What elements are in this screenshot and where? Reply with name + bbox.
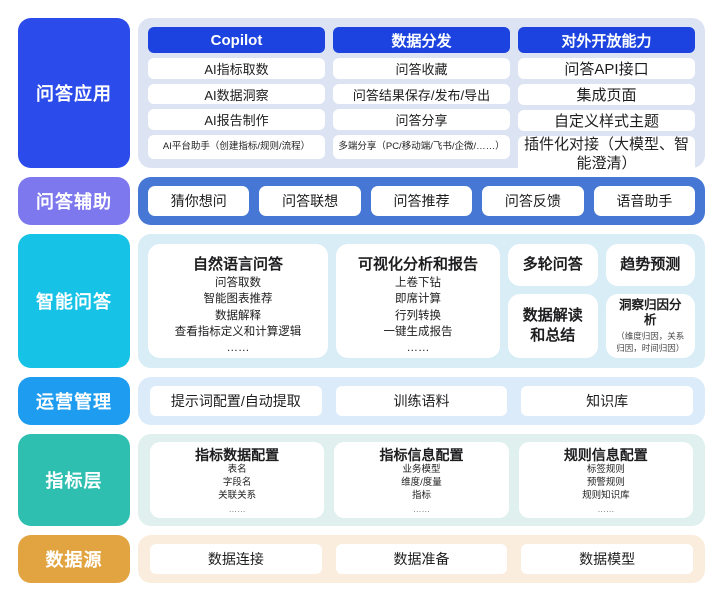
qa-card-line: 即席计算 <box>395 293 441 306</box>
layer-metrics: 指标层 指标数据配置 表名 字段名 关联关系 …… 指标信息配置 业务模型 维度… <box>18 434 705 526</box>
metrics-card-line: 表名 <box>227 464 247 476</box>
ops-item-prompt-config: 提示词配置/自动提取 <box>150 386 322 416</box>
apps-item: 问答分享 <box>333 109 510 131</box>
layer-source: 数据源 数据连接 数据准备 数据模型 <box>18 535 705 583</box>
source-item-data-preparation: 数据准备 <box>335 544 508 574</box>
qa-card-trend-forecast: 趋势预测 <box>605 244 695 286</box>
apps-item: 问答API接口 <box>518 58 695 79</box>
qa-card-insight-attribution: 洞察归因分析 （维度归因，关系归因，时间归因） <box>605 293 695 358</box>
layer-label-source: 数据源 <box>18 535 130 583</box>
metrics-card-line: 关联关系 <box>218 489 257 501</box>
qa-card-visualization: 可视化分析和报告 上卷下钻 即席计算 行列转换 一键生成报告 …… <box>336 244 500 358</box>
apps-item-footnote: 多端分享（PC/移动端/飞书/企微/……） <box>333 135 510 159</box>
metrics-card-title: 指标数据配置 <box>195 447 280 463</box>
layer-qa: 智能问答 自然语言问答 问答取数 智能图表推荐 数据解释 查看指标定义和计算逻辑… <box>18 234 705 368</box>
layer-body-assist: 猜你想问 问答联想 问答推荐 问答反馈 语音助手 <box>138 177 705 225</box>
metrics-card-ellipsis: …… <box>597 503 615 514</box>
apps-header-copilot: Copilot <box>148 27 325 53</box>
metrics-card-title: 规则信息配置 <box>563 447 648 463</box>
qa-card-line: 行列转换 <box>395 309 441 322</box>
layer-body-qa: 自然语言问答 问答取数 智能图表推荐 数据解释 查看指标定义和计算逻辑 …… 可… <box>138 234 705 368</box>
apps-item: AI数据洞察 <box>148 83 325 105</box>
apps-column-distribution: 数据分发 问答收藏 问答结果保存/发布/导出 问答分享 多端分享（PC/移动端/… <box>333 27 510 159</box>
qa-card-multi-turn: 多轮问答 <box>508 244 598 286</box>
metrics-card-info-config: 指标信息配置 业务模型 维度/度量 指标 …… <box>334 442 509 518</box>
qa-card-line-ellipsis: …… <box>226 342 250 355</box>
qa-card-title: 自然语言问答 <box>192 256 283 273</box>
assist-item-association: 问答联想 <box>259 186 361 216</box>
metrics-card-ellipsis: …… <box>228 503 246 514</box>
apps-header-openness: 对外开放能力 <box>518 27 695 53</box>
layer-body-apps: Copilot AI指标取数 AI数据洞察 AI报告制作 AI平台助手（创建指标… <box>138 18 705 174</box>
metrics-card-rule-config: 规则信息配置 标签规则 预警规则 规则知识库 …… <box>518 442 693 518</box>
apps-item: 问答结果保存/发布/导出 <box>333 83 510 105</box>
layer-label-assist: 问答辅助 <box>18 177 130 225</box>
layer-body-metrics: 指标数据配置 表名 字段名 关联关系 …… 指标信息配置 业务模型 维度/度量 … <box>138 434 705 526</box>
apps-item-footnote: AI平台助手（创建指标/规则/流程） <box>148 135 325 159</box>
qa-card-data-interpretation: 数据解读和总结 <box>508 293 598 358</box>
layer-label-qa: 智能问答 <box>18 234 130 368</box>
assist-item-voice: 语音助手 <box>593 186 696 216</box>
qa-card-line: 问答取数 <box>215 277 261 289</box>
metrics-card-line: 字段名 <box>222 477 252 488</box>
qa-card-line-ellipsis: …… <box>406 342 430 355</box>
apps-item: 自定义样式主题 <box>518 110 695 131</box>
ops-item-training-corpus: 训练语料 <box>335 386 508 416</box>
layer-assist: 问答辅助 猜你想问 问答联想 问答推荐 问答反馈 语音助手 <box>18 177 705 225</box>
metrics-card-line: 维度/度量 <box>401 477 442 488</box>
layer-apps: 问答应用 Copilot AI指标取数 AI数据洞察 AI报告制作 AI平台助手… <box>18 18 705 174</box>
qa-card-note: （维度归因，关系归因，时间归因） <box>616 331 685 353</box>
layer-body-source: 数据连接 数据准备 数据模型 <box>138 535 705 583</box>
qa-card-line: 上卷下钻 <box>395 277 441 289</box>
qa-card-line: 智能图表推荐 <box>203 293 273 306</box>
apps-item: AI指标取数 <box>148 58 325 79</box>
source-item-data-connection: 数据连接 <box>150 544 322 574</box>
qa-card-title: 洞察归因分析 <box>618 297 682 328</box>
qa-card-line: 一键生成报告 <box>383 325 453 338</box>
assist-item-guess: 猜你想问 <box>148 186 250 216</box>
apps-item: 问答收藏 <box>333 58 510 79</box>
assist-item-feedback: 问答反馈 <box>482 186 584 216</box>
apps-item: AI报告制作 <box>148 109 325 131</box>
layer-body-ops: 提示词配置/自动提取 训练语料 知识库 <box>138 377 705 425</box>
apps-column-copilot: Copilot AI指标取数 AI数据洞察 AI报告制作 AI平台助手（创建指标… <box>148 27 325 159</box>
layer-ops: 运营管理 提示词配置/自动提取 训练语料 知识库 <box>18 377 705 425</box>
metrics-card-line: 预警规则 <box>586 477 625 488</box>
layer-label-apps: 问答应用 <box>18 18 130 168</box>
layer-label-ops: 运营管理 <box>18 377 130 425</box>
apps-item-footnote: 插件化对接（大模型、智能澄清） <box>518 136 695 174</box>
ops-item-knowledge-base: 知识库 <box>521 386 694 416</box>
qa-card-line: 查看指标定义和计算逻辑 <box>174 325 302 338</box>
qa-small-card-grid: 多轮问答 趋势预测 数据解读和总结 洞察归因分析 （维度归因，关系归因，时间归因… <box>508 244 695 358</box>
metrics-card-line: 规则知识库 <box>582 489 630 501</box>
apps-column-openness: 对外开放能力 问答API接口 集成页面 自定义样式主题 插件化对接（大模型、智能… <box>518 27 695 174</box>
qa-card-line: 数据解释 <box>215 309 261 322</box>
metrics-card-line: 标签规则 <box>586 464 625 476</box>
layer-label-metrics: 指标层 <box>18 434 130 526</box>
metrics-card-line: 指标 <box>411 489 431 501</box>
qa-card-title: 可视化分析和报告 <box>357 256 478 273</box>
metrics-card-line: 业务模型 <box>402 464 441 476</box>
apps-header-distribution: 数据分发 <box>333 27 510 53</box>
source-item-data-model: 数据模型 <box>521 544 694 574</box>
assist-item-recommend: 问答推荐 <box>370 186 473 216</box>
metrics-card-ellipsis: …… <box>412 503 430 514</box>
apps-item: 集成页面 <box>518 84 695 105</box>
metrics-card-data-config: 指标数据配置 表名 字段名 关联关系 …… <box>150 442 325 518</box>
metrics-card-title: 指标信息配置 <box>379 447 464 463</box>
qa-card-natural-language: 自然语言问答 问答取数 智能图表推荐 数据解释 查看指标定义和计算逻辑 …… <box>148 244 328 358</box>
